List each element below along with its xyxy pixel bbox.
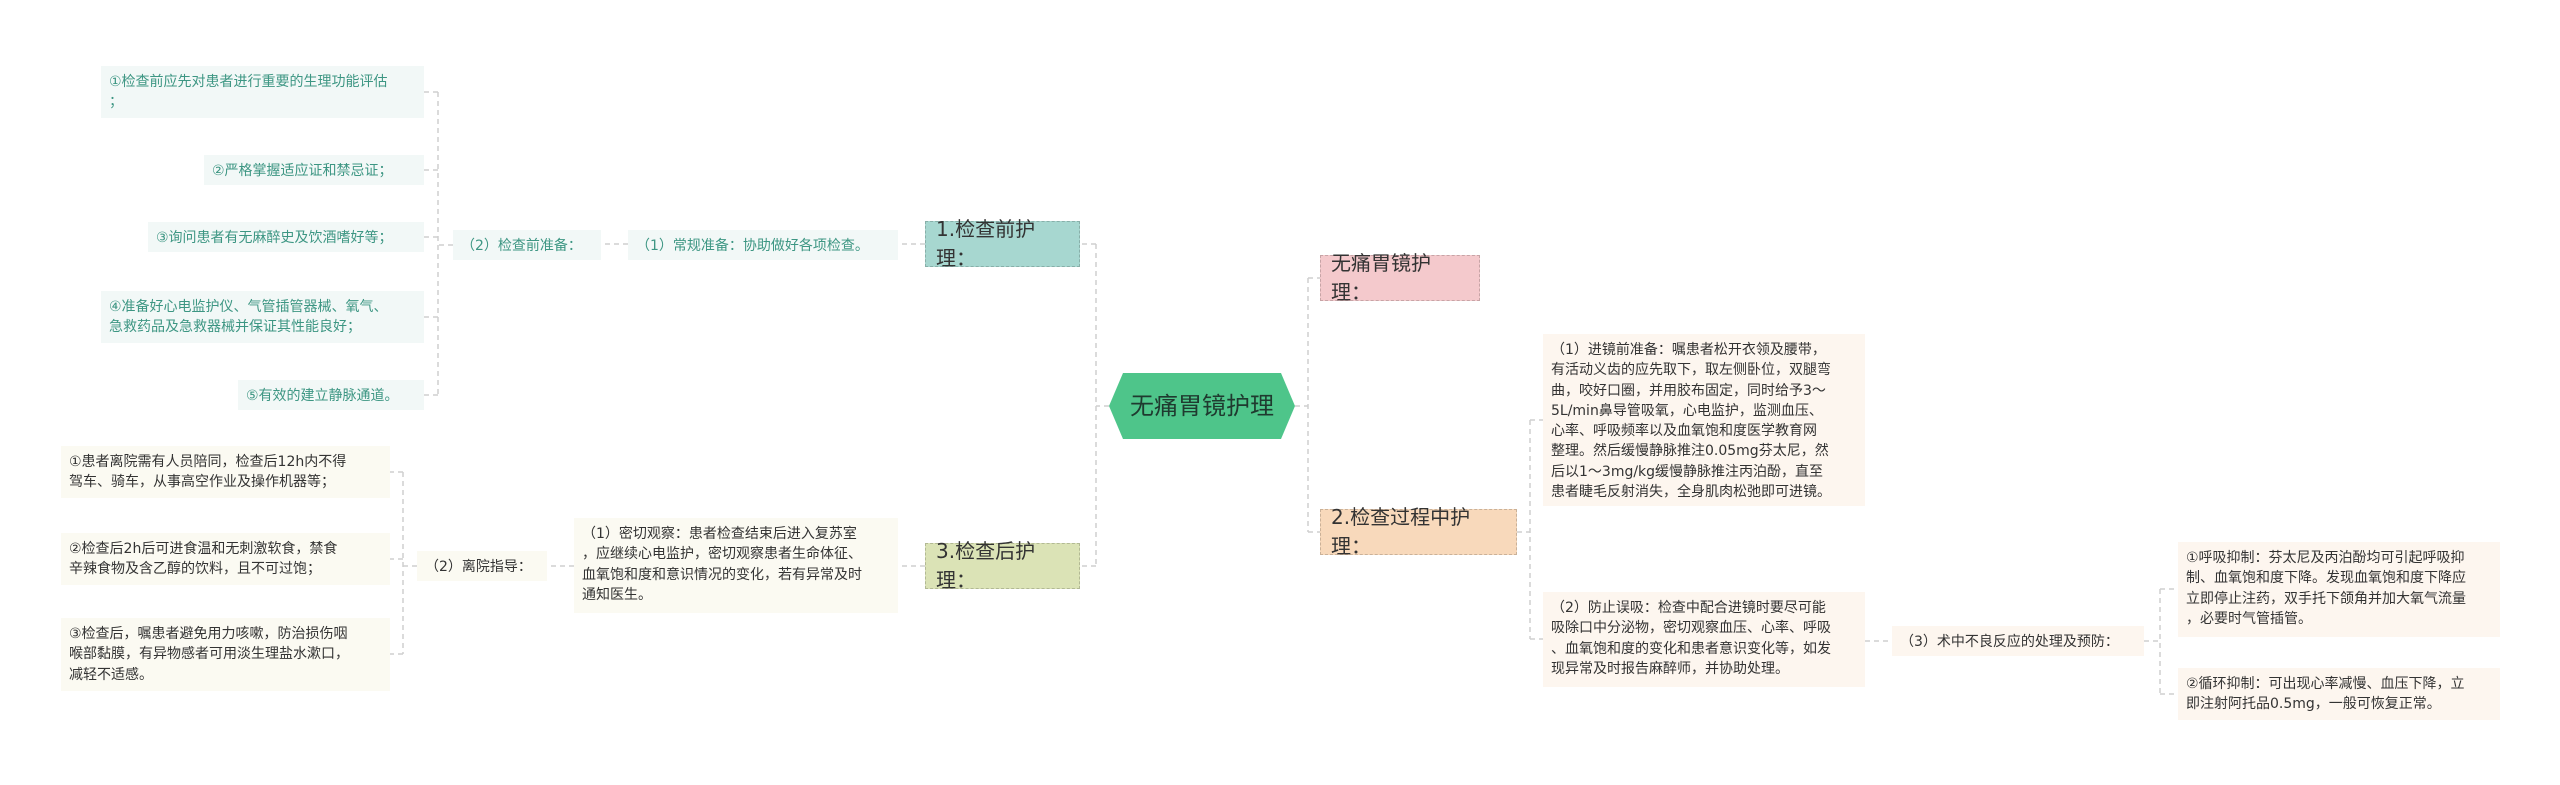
post-item-2: ②检查后2h后可进食温和无刺激软食，禁食 辛辣食物及含乙醇的饮料，且不可过饱；	[61, 533, 390, 585]
root-topic: 无痛胃镜护理	[1109, 373, 1295, 439]
discharge-guidance: （2）离院指导：	[417, 551, 547, 581]
pre-item-1: ①检查前应先对患者进行重要的生理功能评估 ；	[101, 66, 424, 118]
adverse-reaction-handling: （3）术中不良反应的处理及预防：	[1892, 626, 2144, 656]
pre-item-4: ④准备好心电监护仪、气管插管器械、氧气、 急救药品及急救器械并保证其性能良好；	[101, 291, 424, 343]
pre-exam-prep: （2）检查前准备：	[453, 230, 601, 260]
scope-entry-prep: （1）进镜前准备：嘱患者松开衣领及腰带， 有活动义齿的应先取下，取左侧卧位，双腿…	[1543, 334, 1865, 506]
pre-item-3: ③询问患者有无麻醉史及饮酒嗜好等；	[148, 222, 424, 252]
topic-during-exam: 2.检查过程中护理：	[1320, 505, 1517, 558]
topic-post-exam: 3.检查后护理：	[925, 539, 1080, 592]
close-observation: （1）密切观察：患者检查结束后进入复苏室 ，应继续心电监护，密切观察患者生命体征…	[574, 518, 898, 613]
topic-pre-exam: 1.检查前护理：	[925, 217, 1080, 270]
respiratory-depression: ①呼吸抑制：芬太尼及丙泊酚均可引起呼吸抑 制、血氧饱和度下降。发现血氧饱和度下降…	[2178, 542, 2500, 637]
pre-item-2: ②严格掌握适应证和禁忌证；	[204, 155, 424, 185]
circulatory-depression: ②循环抑制：可出现心率减慢、血压下降，立 即注射阿托品0.5mg，一般可恢复正常…	[2178, 668, 2500, 720]
pre-item-5: ⑤有效的建立静脉通道。	[238, 380, 424, 410]
topic-intro: 无痛胃镜护理：	[1320, 251, 1480, 304]
post-item-3: ③检查后，嘱患者避免用力咳嗽，防治损伤咽 喉部黏膜，有异物感者可用淡生理盐水漱口…	[61, 618, 390, 691]
post-item-1: ①患者离院需有人员陪同，检查后12h内不得 驾车、骑车，从事高空作业及操作机器等…	[61, 446, 390, 498]
prevent-aspiration: （2）防止误吸：检查中配合进镜时要尽可能 吸除口中分泌物，密切观察血压、心率、呼…	[1543, 592, 1865, 687]
routine-prep: （1）常规准备：协助做好各项检查。	[628, 230, 898, 260]
